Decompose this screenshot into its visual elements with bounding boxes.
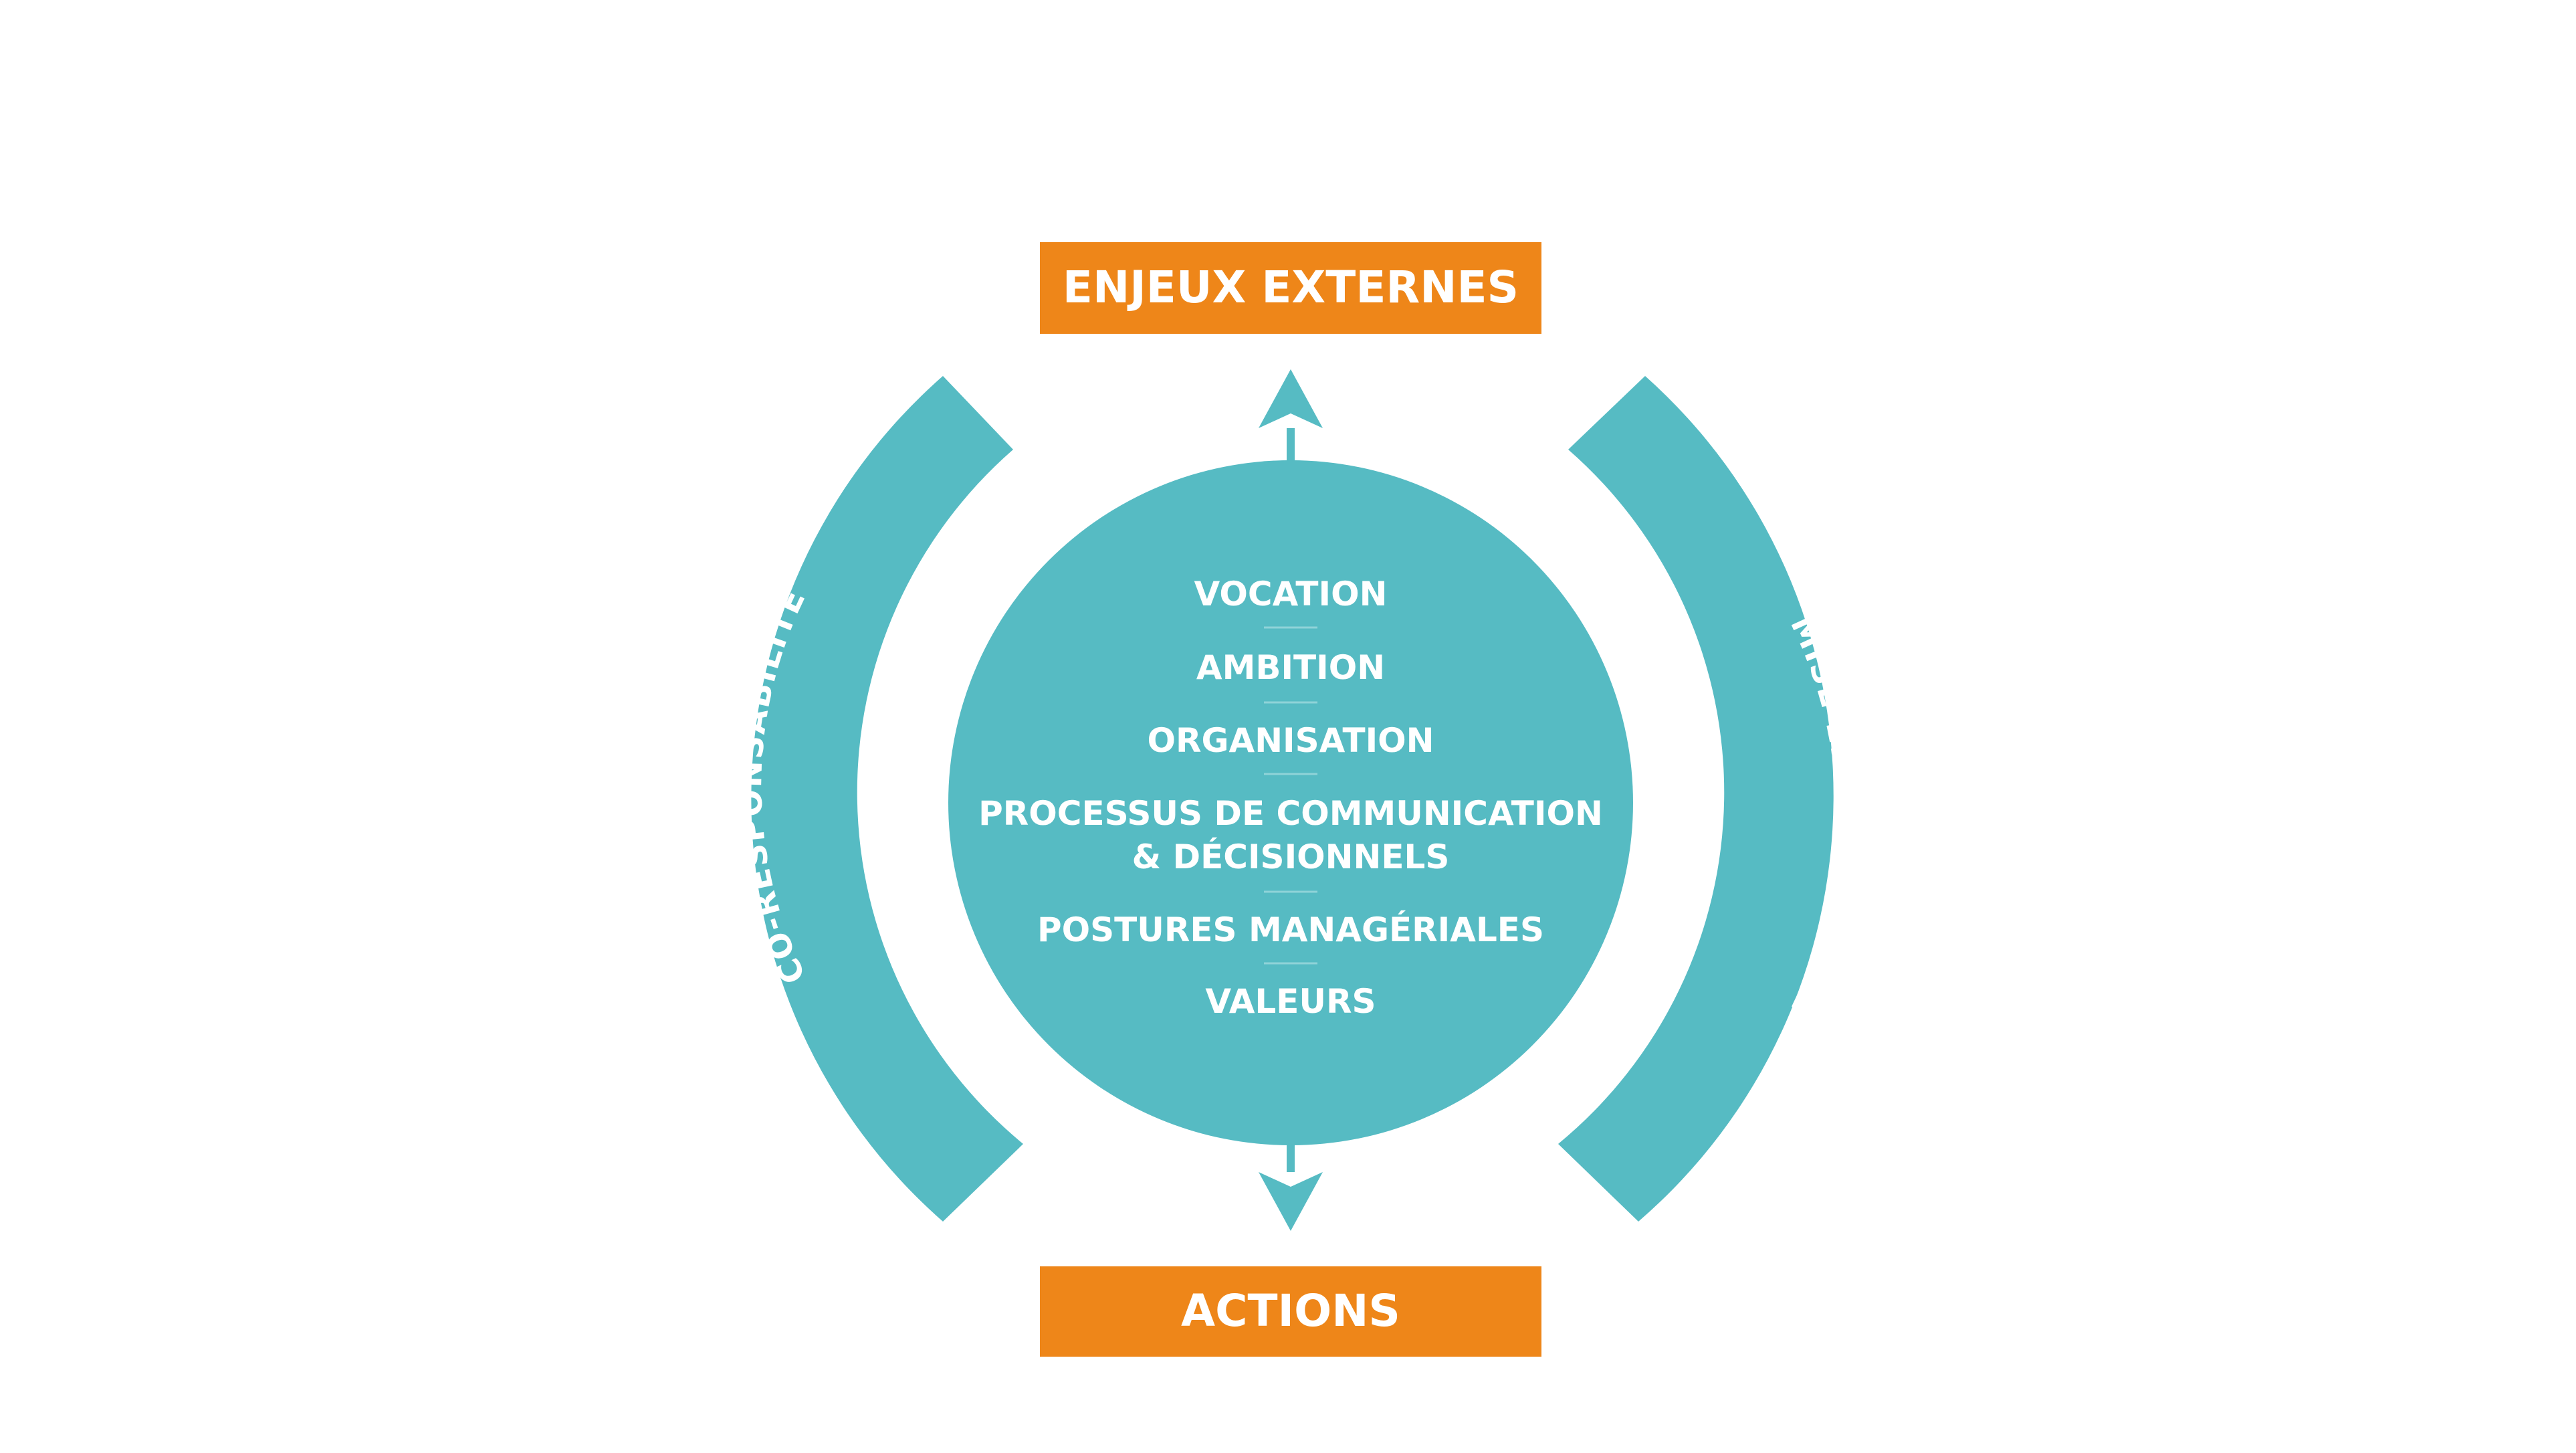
core-item-processus-line1: PROCESSUS DE COMMUNICATION [978,794,1603,833]
arrow-up-head [1259,369,1323,428]
left-arc-band [751,376,1023,1222]
bottom-box [1040,1266,1541,1357]
core-item-organisation: ORGANISATION [1147,721,1434,760]
top-box [1040,242,1541,334]
core-circle [948,460,1633,1145]
bottom-box-label: ACTIONS [1181,1285,1400,1337]
core-item-vocation: VOCATION [1194,575,1388,613]
core-item-processus-line2: & DÉCISIONNELS [1132,837,1450,876]
core-item-valeurs: VALEURS [1205,982,1376,1021]
right-arc-band [1558,376,1834,1222]
core-item-ambition: AMBITION [1196,648,1385,687]
core-item-postures: POSTURES MANAGÉRIALES [1037,910,1544,949]
top-box-label: ENJEUX EXTERNES [1063,262,1519,313]
arrow-down-head [1259,1172,1323,1231]
